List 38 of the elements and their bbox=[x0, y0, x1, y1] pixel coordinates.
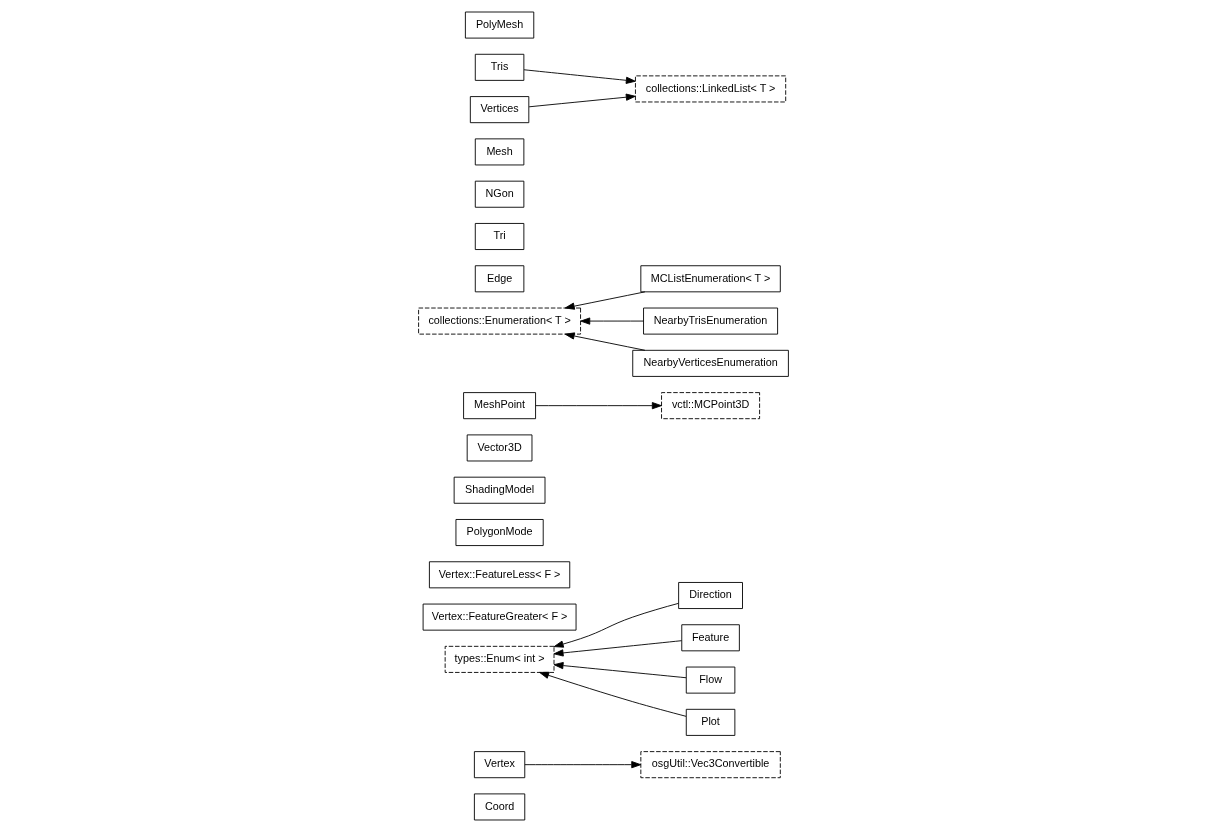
node-box: Feature bbox=[681, 624, 740, 652]
node-box: Mesh bbox=[474, 138, 525, 166]
node-box: NearbyTrisEnumeration bbox=[643, 307, 779, 335]
node-box: MeshPoint bbox=[463, 392, 537, 420]
node-box: Plot bbox=[685, 708, 736, 736]
node-box: Coord bbox=[473, 793, 526, 821]
arrow bbox=[564, 291, 646, 310]
arrow bbox=[528, 93, 636, 108]
node-box: Direction bbox=[678, 582, 743, 609]
arrow bbox=[564, 332, 646, 351]
node-box: Vertex::FeatureGreater< F > bbox=[422, 603, 577, 631]
arrow bbox=[553, 602, 679, 648]
node-box: Tris bbox=[474, 53, 525, 81]
node-box: vctl::MCPoint3D bbox=[661, 392, 761, 420]
node-box: Vertex::FeatureLess< F > bbox=[428, 561, 571, 589]
arrow bbox=[553, 640, 683, 657]
node-box: Edge bbox=[474, 265, 525, 293]
arrow bbox=[580, 317, 644, 325]
node-box: Vertex bbox=[473, 751, 526, 779]
node-box: Tri bbox=[474, 223, 525, 250]
node-box: Vector3D bbox=[466, 434, 533, 462]
node-box: NGon bbox=[474, 180, 525, 208]
node-box: PolyMesh bbox=[464, 11, 535, 39]
node-box: Vertices bbox=[469, 96, 530, 124]
node-box: NearbyVerticesEnumeration bbox=[632, 349, 789, 377]
node-box: ShadingModel bbox=[453, 476, 546, 504]
node-box: collections::LinkedList< T > bbox=[635, 75, 787, 103]
node-box: MCListEnumeration< T > bbox=[640, 265, 781, 293]
node-box: collections::Enumeration< T > bbox=[418, 307, 581, 335]
arrow bbox=[524, 761, 642, 769]
arrow bbox=[553, 662, 687, 679]
arrow bbox=[535, 402, 662, 410]
node-box: osgUtil::Vec3Convertible bbox=[640, 751, 781, 779]
node-box: types::Enum< int > bbox=[444, 645, 555, 673]
arrow bbox=[539, 671, 687, 717]
node-box: Flow bbox=[685, 666, 736, 694]
arrow bbox=[523, 69, 636, 84]
node-box: PolygonMode bbox=[455, 519, 544, 547]
